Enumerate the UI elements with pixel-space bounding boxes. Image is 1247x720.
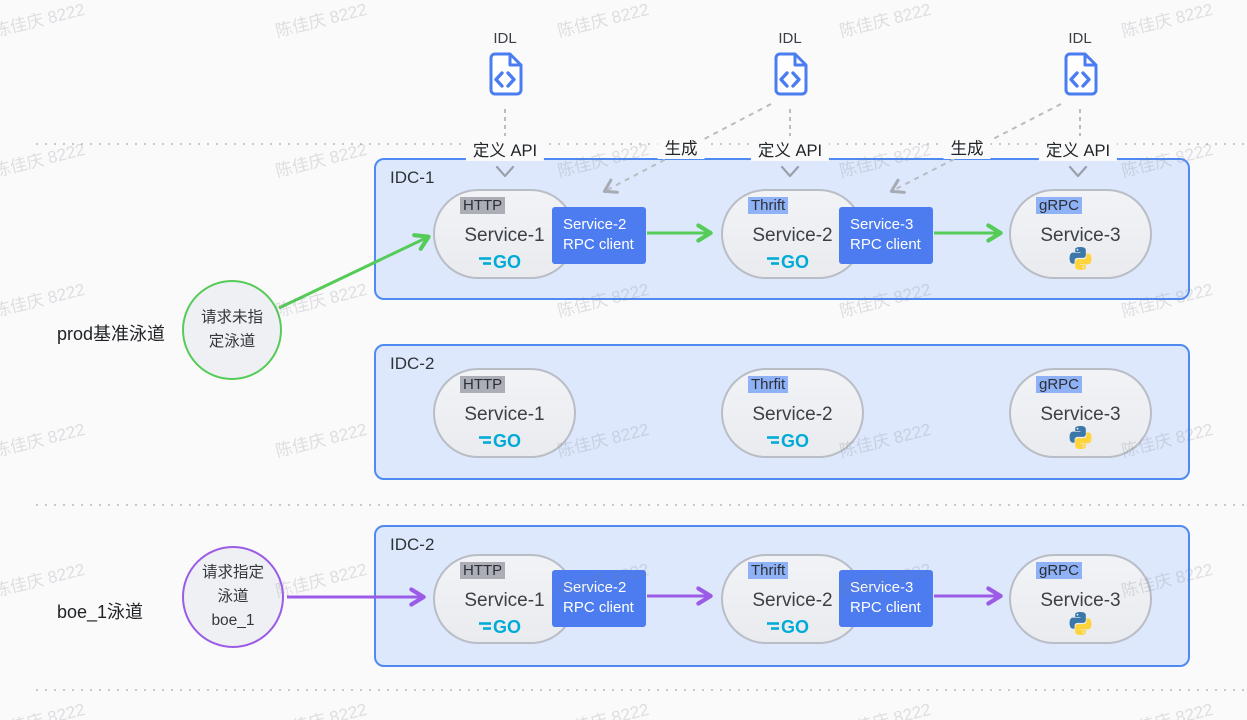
service-name: Service-3 — [1040, 590, 1121, 611]
watermark-text: 陈佳庆 8222 — [837, 0, 933, 41]
define-api-label: 定义 API — [1038, 137, 1118, 161]
request-circle-text: 定泳道 — [208, 333, 256, 350]
idl-file-icon — [1064, 52, 1098, 96]
go-logo-text: GO — [493, 431, 521, 450]
watermark-text: 陈佳庆 8222 — [273, 419, 369, 461]
watermark-text: 陈佳庆 8222 — [273, 0, 369, 41]
idc1-cluster: IDC-1 HTTP Service-1 GO Service-2 RPC cl… — [374, 158, 1190, 300]
service-node: HTTP Service-1 GO — [433, 368, 576, 458]
service-node: gRPC Service-3 — [1009, 189, 1152, 279]
rpc-client-line: Service-2 — [563, 579, 627, 596]
idl-file-icon — [774, 52, 808, 96]
idl-node: IDL — [467, 30, 543, 102]
rpc-client-line: Service-3 — [850, 216, 914, 233]
go-logo-text: GO — [781, 252, 809, 271]
go-logo: GO — [435, 251, 574, 271]
python-logo — [1011, 611, 1150, 636]
protocol-badge: Thrfit — [748, 376, 789, 393]
watermark-text: 陈佳庆 8222 — [0, 0, 87, 41]
rpc-client-box: Service-2 RPC client — [552, 570, 646, 627]
watermark-text: 陈佳庆 8222 — [273, 279, 369, 321]
protocol-badge: HTTP — [460, 376, 506, 393]
watermark-text: 陈佳庆 8222 — [272, 695, 369, 720]
go-logo: GO — [435, 430, 574, 450]
python-logo — [1011, 246, 1150, 271]
service-name: Service-2 — [752, 590, 833, 611]
define-api-label: 定义 API — [750, 137, 830, 161]
watermark-text: 陈佳庆 8222 — [0, 419, 87, 461]
service-node: Thrfit Service-2 GO — [721, 368, 864, 458]
request-circle-prod: 请求未指 定泳道 — [182, 280, 282, 380]
go-logo-text: GO — [493, 617, 521, 636]
rpc-client-box: Service-3 RPC client — [839, 570, 933, 627]
go-logo-text: GO — [493, 252, 521, 271]
python-logo — [1011, 425, 1150, 450]
protocol-badge: gRPC — [1036, 562, 1083, 579]
idl-title: IDL — [1068, 30, 1092, 47]
go-logo: GO — [435, 616, 574, 636]
watermark-text: 陈佳庆 8222 — [836, 695, 933, 720]
go-logo-text: GO — [781, 431, 809, 450]
rpc-client-line: RPC client — [850, 236, 921, 253]
watermark-text: 陈佳庆 8222 — [273, 559, 369, 601]
define-api-label: 定义 API — [465, 137, 545, 161]
rpc-client-line: RPC client — [563, 236, 634, 253]
rpc-client-line: RPC client — [850, 599, 921, 616]
watermark-text: 陈佳庆 8222 — [273, 139, 369, 181]
rpc-client-line: Service-2 — [563, 216, 627, 233]
rpc-client-box: Service-3 RPC client — [839, 207, 933, 264]
cluster-title: IDC-2 — [390, 535, 435, 554]
request-circle-text: 请求指定 — [201, 564, 264, 581]
rpc-client-box: Service-2 RPC client — [552, 207, 646, 264]
watermark-text: 陈佳庆 8222 — [554, 695, 651, 720]
idc2-boe-cluster: IDC-2 HTTP Service-1 GO Service-2 RPC cl… — [374, 525, 1190, 667]
go-logo: GO — [723, 430, 862, 450]
protocol-badge: gRPC — [1036, 197, 1083, 214]
watermark-text: 陈佳庆 8222 — [0, 279, 87, 321]
lane-label-boe: boe_1泳道 — [57, 602, 144, 622]
watermark-text: 陈佳庆 8222 — [555, 0, 651, 41]
request-circle-text: 泳道 — [217, 588, 249, 605]
cluster-title: IDC-2 — [390, 354, 435, 373]
protocol-badge: HTTP — [460, 562, 506, 579]
protocol-badge: HTTP — [460, 197, 506, 214]
generate-label: 生成 — [943, 135, 991, 159]
go-logo: GO — [723, 616, 862, 636]
protocol-badge: gRPC — [1036, 376, 1083, 393]
protocol-badge: Thrift — [748, 562, 789, 579]
service-name: Service-3 — [1040, 225, 1121, 246]
service-name: Service-3 — [1040, 404, 1121, 425]
request-circle-text: boe_1 — [211, 612, 255, 629]
idl-title: IDL — [493, 30, 517, 47]
cluster-title: IDC-1 — [390, 168, 435, 187]
idl-title: IDL — [778, 30, 802, 47]
service-name: Service-2 — [752, 404, 833, 425]
watermark-text: 陈佳庆 8222 — [0, 559, 87, 601]
watermark-text: 陈佳庆 8222 — [1118, 695, 1215, 720]
service-name: Service-1 — [464, 590, 545, 611]
request-circle-boe: 请求指定 泳道 boe_1 — [182, 546, 284, 648]
service-node: gRPC Service-3 — [1009, 554, 1152, 644]
watermark-text: 陈佳庆 8222 — [0, 139, 87, 181]
idl-node: IDL — [1042, 30, 1118, 102]
watermark-text: 陈佳庆 8222 — [1119, 0, 1215, 41]
generate-label: 生成 — [657, 135, 705, 159]
idl-file-icon — [489, 52, 523, 96]
service-node: gRPC Service-3 — [1009, 368, 1152, 458]
idl-node: IDL — [752, 30, 828, 102]
protocol-badge: Thrift — [748, 197, 789, 214]
rpc-client-line: Service-3 — [850, 579, 914, 596]
service-name: Service-2 — [752, 225, 833, 246]
idc2-mid-cluster: IDC-2 HTTP Service-1 GO Thrfit Service-2… — [374, 344, 1190, 480]
service-name: Service-1 — [464, 225, 545, 246]
go-logo: GO — [723, 251, 862, 271]
service-name: Service-1 — [464, 404, 545, 425]
watermark-text: 陈佳庆 8222 — [0, 695, 87, 720]
request-circle-text: 请求未指 — [200, 309, 263, 326]
go-logo-text: GO — [781, 617, 809, 636]
lane-label-prod: prod基准泳道 — [57, 324, 166, 344]
rpc-client-line: RPC client — [563, 599, 634, 616]
